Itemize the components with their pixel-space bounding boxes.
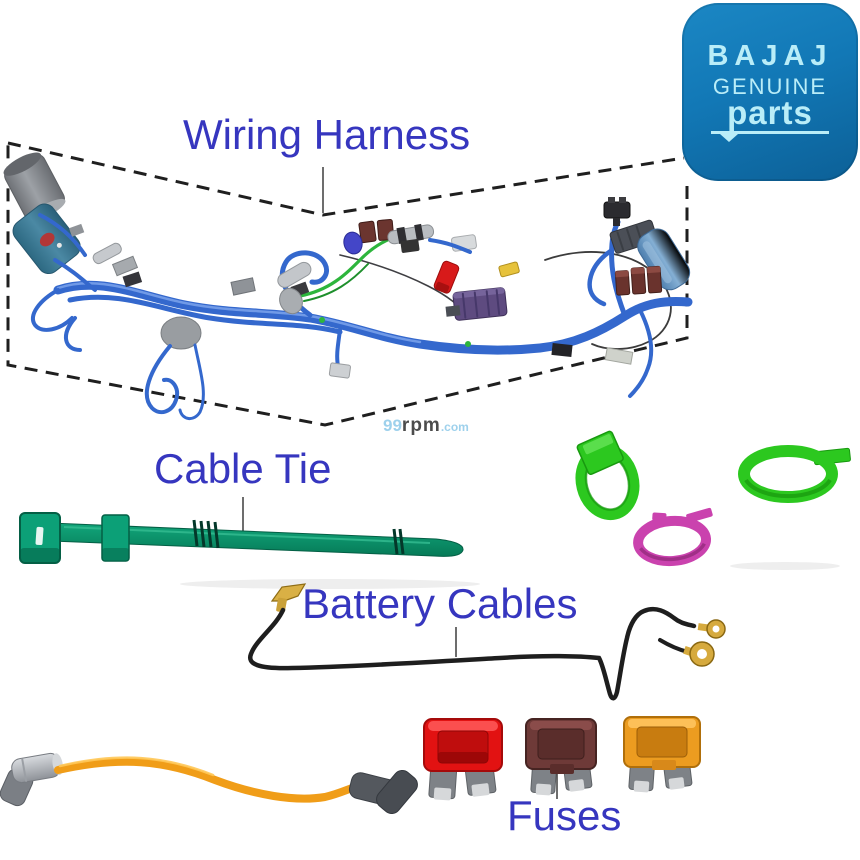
- fuse-brown-recess: [537, 728, 585, 760]
- green-wire-2: [303, 263, 369, 302]
- battery-cable-branch: [658, 638, 690, 654]
- plug-boot-dark: [348, 769, 418, 815]
- mid-drop: [335, 328, 342, 368]
- cable-tie-shadow: [180, 579, 480, 589]
- loop-tie-shadow: [730, 562, 840, 570]
- harness-trunk-highlight: [56, 281, 422, 344]
- fuse-brown: [525, 718, 597, 796]
- green-tape-dot-2: [465, 341, 471, 347]
- left-wires: [38, 213, 97, 292]
- connector-under-1: [551, 342, 573, 358]
- loop-tie-green-right: [738, 445, 851, 503]
- battery-terminal-left: [270, 583, 307, 613]
- fuse-orange-recess: [636, 726, 688, 758]
- cdi-unit-purple: [452, 287, 508, 321]
- connector-gray-2: [230, 277, 256, 296]
- dangling-loop-1: [144, 344, 179, 415]
- fuse-orange-tab: [652, 760, 676, 770]
- green-tape-dot-1: [319, 317, 325, 323]
- left-loops: [31, 288, 82, 352]
- wiring-harness-label: Wiring Harness: [183, 111, 471, 158]
- red-cap: [433, 260, 460, 294]
- green-wire-1: [298, 236, 394, 298]
- cable-tie-block: [101, 514, 130, 562]
- battery-cables-illustration: [248, 583, 726, 701]
- logo-chevron-icon: [720, 134, 738, 142]
- watermark: 99rpm.com: [383, 415, 469, 437]
- cable-tie-head: [19, 512, 61, 564]
- logo-underline: [711, 131, 829, 142]
- plug-connector-silver: [11, 752, 63, 784]
- loop-tie-green-left: [575, 430, 640, 521]
- connector-silver-small: [92, 242, 122, 265]
- right-tail: [628, 308, 654, 398]
- connector-tiny: [68, 223, 85, 237]
- cable-tie-label: Cable Tie: [154, 445, 332, 492]
- connector-under-2: [604, 347, 634, 365]
- harness-trunk-2: [67, 294, 343, 335]
- gray-blob: [279, 287, 303, 315]
- watermark-tld: .com: [440, 420, 469, 434]
- connector-brown-1: [358, 220, 377, 244]
- spark-cap-silver: [277, 261, 312, 288]
- logo-genuine-text: GENUINE: [712, 74, 828, 99]
- relay-cylinder-teal: [12, 203, 81, 275]
- cable-tie-serrations: [192, 519, 405, 555]
- loop-tie-magenta: [633, 507, 713, 567]
- fuse-red: [423, 718, 503, 801]
- wiring-harness-illustration: [3, 152, 693, 420]
- top-black-connector: [603, 197, 631, 226]
- fuse-orange-rim: [628, 719, 696, 728]
- harness-trunk: [53, 280, 693, 355]
- branch-blue: [428, 238, 472, 254]
- connector-gray: [111, 255, 139, 277]
- plug-wire: [54, 757, 359, 803]
- fuse-red-shade: [438, 752, 488, 763]
- brown-connector-cluster: [614, 265, 663, 296]
- connector-indigo: [343, 231, 363, 255]
- dangling-loop-2: [178, 343, 205, 420]
- yellow-connector: [498, 261, 520, 278]
- cable-tie-illustration: [19, 512, 464, 564]
- connector-black: [122, 271, 143, 288]
- fuse-orange: [623, 716, 701, 793]
- dashed-outline: [6, 141, 689, 427]
- watermark-num: 99: [383, 416, 402, 435]
- fuse-brown-tab: [550, 764, 574, 774]
- bajaj-genuine-parts-logo: BAJAJ GENUINE parts: [682, 3, 858, 181]
- logo-brand-text: BAJAJ: [707, 40, 833, 72]
- logo-parts-text: parts: [727, 94, 813, 131]
- spark-plug-cable-illustration: [0, 752, 418, 815]
- fuse-red-rim: [428, 721, 498, 731]
- plug-wire-highlight: [58, 756, 215, 777]
- fuse-brown-rim: [530, 721, 592, 730]
- battery-cables-label: Battery Cables: [302, 580, 578, 627]
- connector-dark-under: [445, 305, 461, 317]
- silver-rod-connector: [387, 223, 435, 245]
- connector-light: [328, 362, 351, 379]
- connector-black-3: [400, 239, 420, 253]
- ring-terminal-large: [683, 641, 715, 667]
- battery-cable-wire: [248, 606, 697, 701]
- fuses-label: Fuses: [507, 792, 622, 839]
- rubber-boot: [160, 316, 202, 350]
- watermark-mid: rpm: [401, 415, 441, 436]
- right-riser-2: [587, 247, 615, 307]
- ring-terminal-small: [697, 619, 726, 639]
